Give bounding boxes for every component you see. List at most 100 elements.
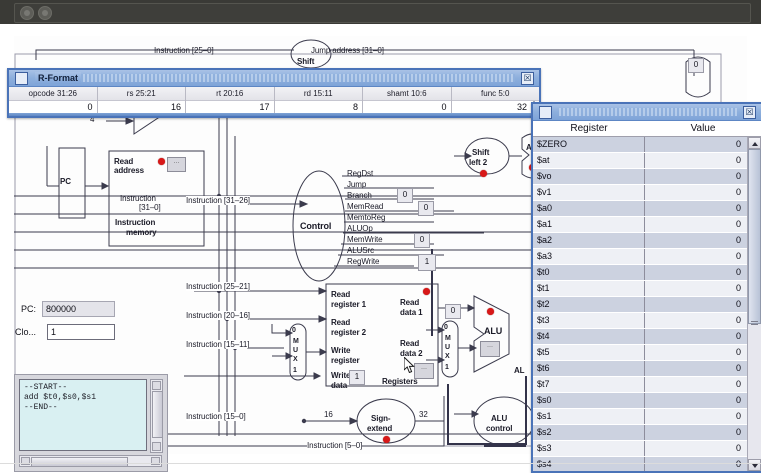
- scroll-down-icon[interactable]: [152, 442, 161, 451]
- register-value[interactable]: 0: [735, 187, 741, 197]
- window-dot-1-button[interactable]: [20, 6, 34, 20]
- label-alu-control-a: ALU: [491, 414, 508, 423]
- register-value[interactable]: 0: [735, 139, 741, 149]
- instruction-memory-inspect-button[interactable]: ···: [167, 157, 186, 172]
- led-shift-left-2: [480, 170, 487, 177]
- register-name: $t0: [533, 265, 645, 280]
- registers-scroll-down-icon[interactable]: [748, 459, 761, 471]
- rformat-field-opcode[interactable]: opcode 31:26 0: [9, 87, 98, 116]
- alu-inspect-button[interactable]: ···: [480, 341, 500, 357]
- rformat-field-rd[interactable]: rd 15:11 8: [274, 87, 363, 116]
- code-editor-textarea[interactable]: --START-- add $t0,$s0,$s1 --END--: [19, 379, 147, 451]
- registers-titlebar[interactable]: ☒: [533, 104, 761, 121]
- register-value[interactable]: 0: [735, 171, 741, 181]
- scroll-right-icon[interactable]: [151, 457, 160, 465]
- register-value[interactable]: 0: [735, 459, 741, 469]
- value-regwrite: 1: [418, 254, 436, 271]
- register-row[interactable]: $t0 0: [533, 265, 747, 281]
- rformat-underline: [9, 113, 539, 116]
- r-format-titlebar[interactable]: R-Format ☒: [9, 70, 539, 87]
- register-value[interactable]: 0: [735, 251, 741, 261]
- window-dot-2-button[interactable]: [38, 6, 52, 20]
- rformat-value-rt[interactable]: 17: [186, 101, 274, 114]
- register-value[interactable]: 0: [735, 315, 741, 325]
- rformat-header-func: func 5:0: [451, 87, 539, 101]
- code-editor-hscrollbar[interactable]: [19, 455, 162, 467]
- r-format-window[interactable]: R-Format ☒ opcode 31:26 0 rs 25:21 16 rt…: [7, 68, 541, 118]
- register-value[interactable]: 0: [735, 379, 741, 389]
- hscroll-thumb[interactable]: [31, 457, 128, 467]
- label-control-regdst: RegDst: [347, 169, 374, 178]
- clock-input[interactable]: 1: [47, 324, 115, 340]
- label-alu-partial: AL: [514, 366, 525, 375]
- close-icon[interactable]: ☒: [521, 72, 534, 85]
- scroll-up-icon[interactable]: [152, 381, 161, 390]
- r-format-fields: opcode 31:26 0 rs 25:21 16 rt 20:16 17 r…: [9, 87, 539, 116]
- registers-scroll-mark-1: [751, 321, 758, 322]
- rformat-value-func[interactable]: 32: [451, 101, 539, 114]
- led-registers: [423, 288, 430, 295]
- rformat-field-rt[interactable]: rt 20:16 17: [186, 87, 275, 116]
- registers-scroll-up-icon[interactable]: [748, 137, 761, 149]
- registers-scroll-thumb[interactable]: [748, 149, 761, 324]
- registers-scrollbar[interactable]: [747, 137, 761, 471]
- register-value[interactable]: 0: [735, 203, 741, 213]
- register-value[interactable]: 0: [735, 331, 741, 341]
- label-jump-address: Jump address [31–0]: [311, 46, 384, 55]
- window-menu-icon[interactable]: [15, 72, 28, 85]
- vscroll-thumb[interactable]: [152, 391, 163, 438]
- register-value[interactable]: 0: [735, 299, 741, 309]
- register-value[interactable]: 0: [735, 443, 741, 453]
- register-row[interactable]: $t1 0: [533, 281, 747, 297]
- register-value[interactable]: 0: [735, 155, 741, 165]
- registers-window-menu-icon[interactable]: [539, 106, 552, 119]
- register-row[interactable]: $t3 0: [533, 313, 747, 329]
- registers-close-icon[interactable]: ☒: [743, 106, 756, 119]
- register-value[interactable]: 0: [735, 267, 741, 277]
- register-value[interactable]: 0: [735, 347, 741, 357]
- register-value[interactable]: 0: [735, 411, 741, 421]
- register-value[interactable]: 0: [735, 219, 741, 229]
- r-format-title: R-Format: [35, 72, 81, 84]
- registers-inspect-button[interactable]: ···: [414, 363, 434, 379]
- rformat-value-shamt[interactable]: 0: [363, 101, 451, 114]
- code-editor-vscrollbar[interactable]: [150, 379, 163, 453]
- scroll-left-icon[interactable]: [21, 457, 30, 465]
- register-value[interactable]: 0: [735, 283, 741, 293]
- register-value[interactable]: 0: [735, 363, 741, 373]
- register-value[interactable]: 0: [735, 395, 741, 405]
- register-name: $t3: [533, 313, 645, 328]
- rformat-value-opcode[interactable]: 0: [9, 101, 97, 114]
- rformat-value-rd[interactable]: 8: [274, 101, 362, 114]
- rformat-header-rd: rd 15:11: [274, 87, 362, 101]
- rformat-field-rs[interactable]: rs 25:21 16: [97, 87, 186, 116]
- register-value[interactable]: 0: [735, 235, 741, 245]
- register-name: $t1: [533, 281, 645, 296]
- label-read-register-1-b: register 1: [331, 300, 367, 309]
- label-mux-alusrc-m: M: [445, 335, 451, 342]
- rformat-field-func[interactable]: func 5:0 32: [451, 87, 539, 116]
- rformat-field-shamt[interactable]: shamt 10:6 0: [363, 87, 452, 116]
- register-value[interactable]: 0: [735, 427, 741, 437]
- rformat-value-rs[interactable]: 16: [97, 101, 185, 114]
- label-instruction-15-0: Instruction [15–0]: [186, 412, 246, 421]
